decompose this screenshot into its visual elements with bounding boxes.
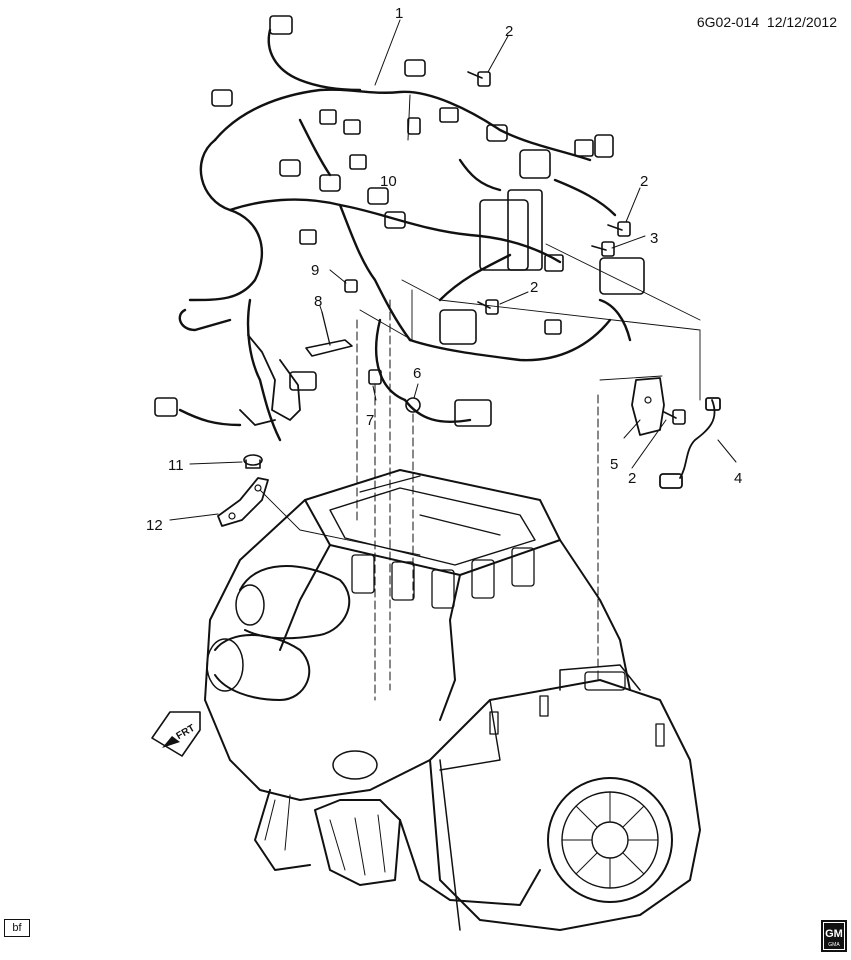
callout-2d: 2 xyxy=(628,470,636,487)
harness-support-bracket xyxy=(239,334,301,426)
bolt-9 xyxy=(344,279,358,293)
callout-9: 9 xyxy=(311,262,319,279)
callout-11: 11 xyxy=(168,457,184,474)
front-direction-arrow xyxy=(151,711,201,757)
bracket-5 xyxy=(631,377,665,436)
bf-stamp: bf xyxy=(4,919,30,937)
bracket-12 xyxy=(217,477,269,527)
callout-2c: 2 xyxy=(530,279,538,296)
transaxle-assembly xyxy=(429,664,701,931)
callout-6: 6 xyxy=(413,365,421,382)
engine-assembly xyxy=(204,469,631,906)
diagram-date: 12/12/2012 xyxy=(766,14,837,30)
callout-3: 3 xyxy=(650,230,658,247)
bracket-8 xyxy=(305,311,353,357)
clip-6 xyxy=(405,397,421,413)
callout-1: 1 xyxy=(395,5,403,22)
engine-wiring-harness xyxy=(178,28,632,442)
nut-11 xyxy=(243,454,263,469)
callout-2b: 2 xyxy=(640,173,648,190)
bolt-2-lower xyxy=(663,409,686,425)
harness-connectors xyxy=(154,15,645,427)
leader-lines xyxy=(169,19,737,556)
callout-4: 4 xyxy=(734,470,742,487)
callout-12: 12 xyxy=(146,517,163,534)
callout-labels: 1 2 2 3 2 4 5 2 6 7 8 9 10 11 12 xyxy=(146,5,742,534)
diagram-code: 6G02-014 xyxy=(696,14,760,30)
bolt-2-top xyxy=(467,71,491,87)
bolt-2-right xyxy=(607,221,631,237)
sensor-4 xyxy=(659,397,721,489)
clip-10 xyxy=(407,117,421,135)
callout-2a: 2 xyxy=(505,23,513,40)
bolt-7 xyxy=(368,369,382,385)
callout-7: 7 xyxy=(366,412,374,429)
callout-5: 5 xyxy=(610,456,618,473)
callout-8: 8 xyxy=(314,293,322,310)
bolt-2-middle xyxy=(477,299,499,315)
gm-logo-subtext: GMA xyxy=(828,942,840,948)
gm-logo: GM GMA xyxy=(821,920,847,952)
callout-10: 10 xyxy=(380,173,397,190)
stud-3 xyxy=(591,241,615,257)
locator-lines xyxy=(356,299,599,701)
diagram-header: 6G02-014 12/12/2012 xyxy=(697,14,837,30)
gm-logo-text: GM xyxy=(825,928,843,940)
